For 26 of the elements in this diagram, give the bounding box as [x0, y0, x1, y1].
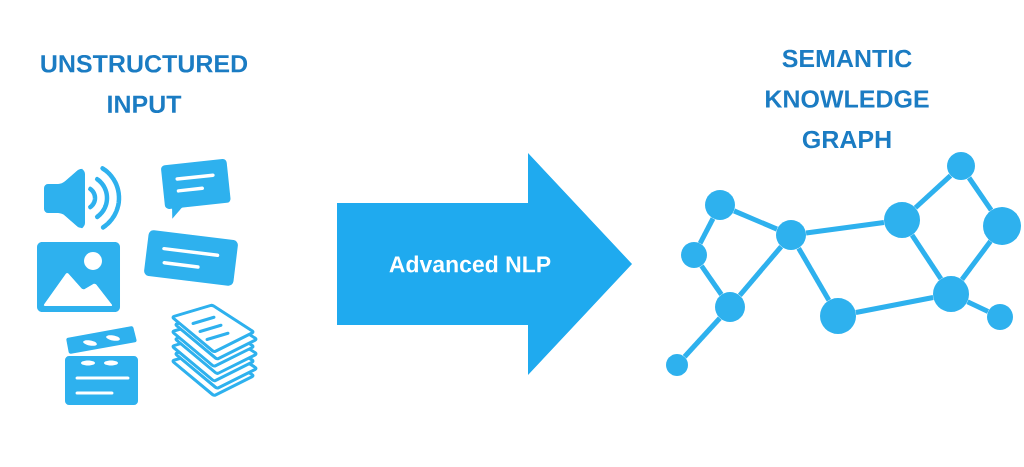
connector-line — [796, 246, 832, 302]
graph-node — [947, 152, 975, 180]
graph-node — [987, 304, 1013, 330]
graph-node — [776, 220, 806, 250]
connector-line — [966, 299, 990, 314]
connector-line — [913, 173, 953, 210]
connector-line — [966, 176, 994, 212]
graph-node — [666, 354, 688, 376]
heading: UNSTRUCTURED INPUT — [41, 54, 248, 114]
connector-line — [805, 219, 885, 236]
graph-node — [983, 207, 1021, 245]
graph-node — [705, 190, 735, 220]
connector-line — [697, 217, 716, 245]
heading: SEMANTIC KNOWLEDGE GRAPH — [766, 49, 929, 149]
graph-node — [933, 276, 969, 312]
graph-node — [681, 242, 707, 268]
connector-line — [959, 239, 993, 281]
connector-line — [682, 316, 722, 359]
graph-node — [820, 298, 856, 334]
connector-line — [733, 208, 778, 232]
connector-line — [909, 233, 944, 281]
connector-line — [699, 264, 724, 296]
connector-line — [855, 295, 934, 315]
connector-line — [737, 245, 784, 298]
graph-node — [884, 202, 920, 238]
graph-node — [715, 292, 745, 322]
